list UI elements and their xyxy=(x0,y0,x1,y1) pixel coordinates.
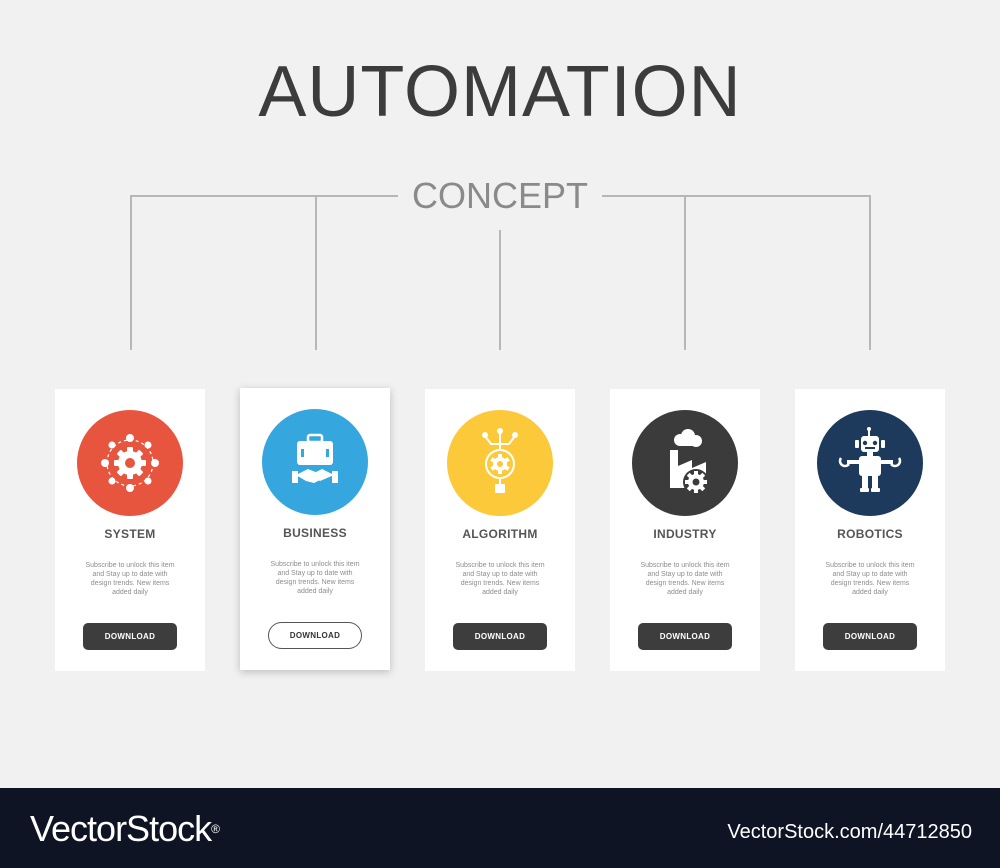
brand-logo: VectorStock® xyxy=(30,808,220,850)
robot-icon xyxy=(817,410,923,516)
card-industry: INDUSTRY Subscribe to unlock this item a… xyxy=(610,389,760,671)
card-description: Subscribe to unlock this item and Stay u… xyxy=(640,562,730,596)
image-id: VectorStock.com/44712850 xyxy=(727,821,972,843)
card-label: INDUSTRY xyxy=(653,527,717,541)
download-button[interactable]: DOWNLOAD xyxy=(83,623,177,650)
card-description: Subscribe to unlock this item and Stay u… xyxy=(270,561,360,595)
algorithm-gear-icon xyxy=(447,410,553,516)
download-button[interactable]: DOWNLOAD xyxy=(638,623,732,650)
trademark-symbol: ® xyxy=(211,822,220,836)
download-button[interactable]: DOWNLOAD xyxy=(453,623,547,650)
card-label: ALGORITHM xyxy=(462,527,538,541)
card-system: SYSTEM Subscribe to unlock this item and… xyxy=(55,389,205,671)
card-description: Subscribe to unlock this item and Stay u… xyxy=(455,562,545,596)
briefcase-handshake-icon xyxy=(262,409,368,515)
card-label: SYSTEM xyxy=(104,527,156,541)
download-button[interactable]: DOWNLOAD xyxy=(823,623,917,650)
card-algorithm: ALGORITHM Subscribe to unlock this item … xyxy=(425,389,575,671)
card-description: Subscribe to unlock this item and Stay u… xyxy=(85,562,175,596)
card-description: Subscribe to unlock this item and Stay u… xyxy=(825,562,915,596)
card-label: BUSINESS xyxy=(283,526,347,540)
card-robotics: ROBOTICS Subscribe to unlock this item a… xyxy=(795,389,945,671)
brand-name: VectorStock xyxy=(30,808,212,849)
system-gears-icon xyxy=(77,410,183,516)
connector-lines xyxy=(130,195,871,350)
factory-gear-icon xyxy=(632,410,738,516)
card-business: BUSINESS Subscribe to unlock this item a… xyxy=(240,388,390,670)
footer-bar xyxy=(0,788,1000,868)
page-subtitle: CONCEPT xyxy=(411,175,588,216)
page-title: AUTOMATION xyxy=(258,52,742,132)
card-label: ROBOTICS xyxy=(837,527,903,541)
download-button[interactable]: DOWNLOAD xyxy=(268,622,362,649)
